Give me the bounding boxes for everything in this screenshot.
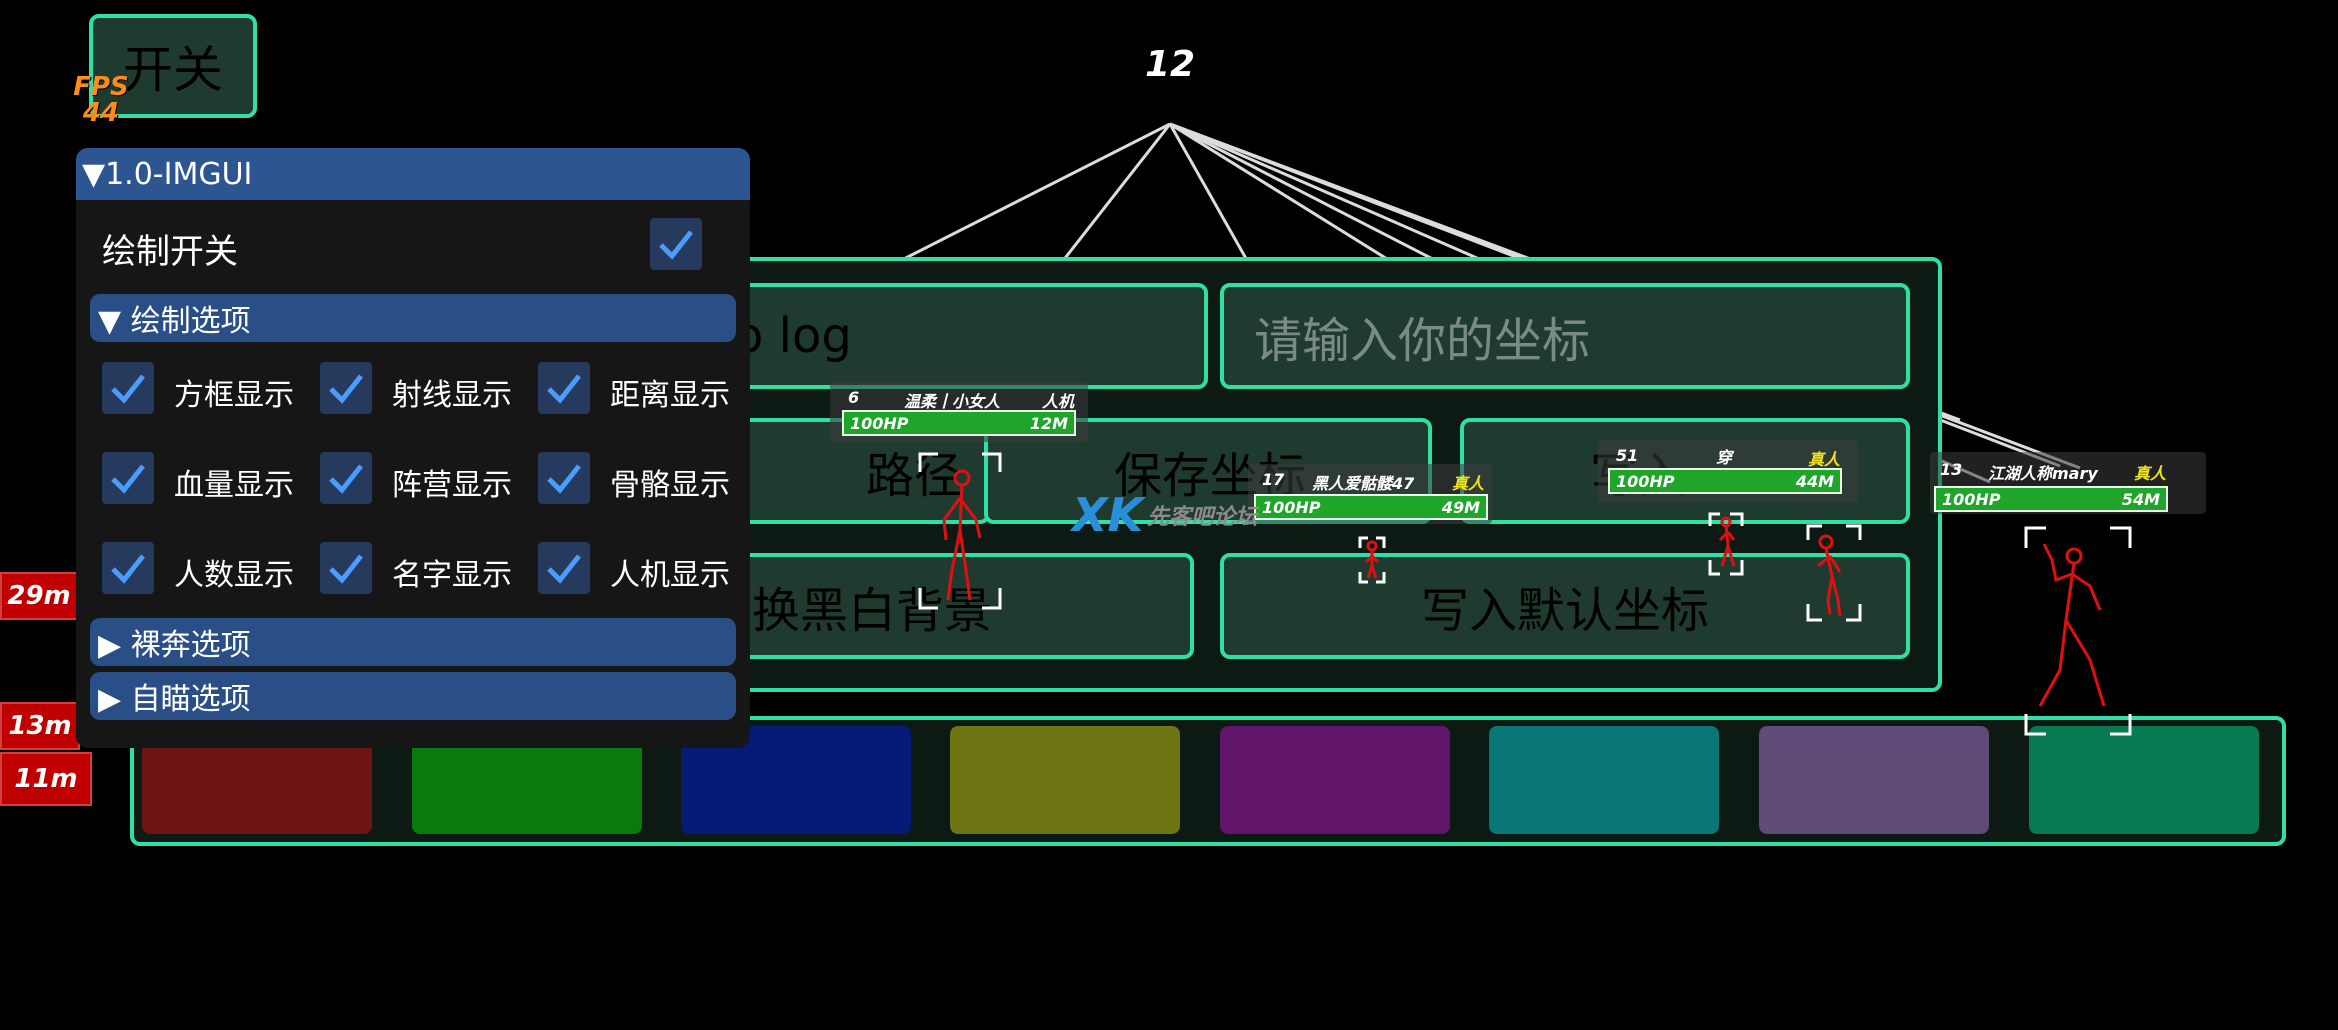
player-tag: 51 穿 真人 100HP 44M	[1598, 440, 1858, 502]
write-default-coordinate-button[interactable]: 写入默认坐标	[1220, 553, 1910, 659]
player-distance: 12M	[1029, 413, 1068, 433]
player-distance: 54M	[2121, 489, 2160, 509]
fps-value: 44	[82, 98, 120, 128]
player-distance: 44M	[1795, 471, 1834, 491]
option-checkbox-label: 阵营显示	[392, 468, 512, 503]
player-id: 6	[848, 388, 860, 407]
option-checkbox[interactable]	[320, 362, 372, 414]
esp-box	[1708, 512, 1744, 576]
fps-counter: FPS 44	[66, 74, 136, 126]
esp-box	[1358, 536, 1386, 584]
edge-distance-tag: 29m	[0, 572, 78, 620]
esp-box	[1806, 524, 1862, 622]
option-checkbox-label: 射线显示	[392, 378, 512, 413]
skeleton	[1718, 516, 1736, 567]
player-hp: 100HP	[850, 413, 909, 433]
player-name: 江湖人称mary	[1988, 464, 2098, 483]
player-type: 人机	[1042, 392, 1075, 411]
color-swatch[interactable]	[2029, 726, 2259, 834]
check-icon	[547, 554, 581, 584]
skeleton	[1364, 540, 1380, 579]
draw-switch-checkbox[interactable]	[650, 218, 702, 270]
health-bar: 100HP 49M	[1254, 494, 1488, 520]
player-id: 13	[1940, 460, 1963, 479]
option-checkbox[interactable]	[320, 452, 372, 504]
draw-options-header[interactable]: ▼ 绘制选项	[90, 294, 736, 342]
player-type: 真人	[1808, 450, 1841, 469]
aim-options-header[interactable]: ▶ 自瞄选项	[90, 672, 736, 720]
player-id: 51	[1616, 446, 1639, 465]
check-icon	[111, 464, 145, 494]
option-checkbox[interactable]	[320, 542, 372, 594]
watermark-logo: XK	[1072, 488, 1144, 542]
option-checkbox[interactable]	[538, 362, 590, 414]
option-checkbox-label: 距离显示	[610, 378, 730, 413]
player-id: 17	[1262, 470, 1285, 489]
player-type: 真人	[2134, 464, 2167, 483]
watermark: XK 先客吧论坛	[1072, 488, 1257, 542]
skeleton	[2038, 543, 2106, 707]
color-swatch[interactable]	[1220, 726, 1450, 834]
player-name: 穿	[1716, 448, 1733, 467]
option-checkbox[interactable]	[102, 362, 154, 414]
health-bar: 100HP 12M	[842, 410, 1076, 436]
check-icon	[547, 374, 581, 404]
player-tag: 6 温柔丨小女人 人机 100HP 12M	[830, 382, 1088, 442]
option-checkbox[interactable]	[102, 542, 154, 594]
esp-box	[918, 452, 1002, 610]
check-icon	[547, 464, 581, 494]
option-checkbox[interactable]	[102, 452, 154, 504]
check-icon	[659, 230, 693, 260]
check-icon	[111, 374, 145, 404]
player-type: 真人	[1452, 474, 1485, 493]
fps-label: FPS	[73, 72, 129, 102]
imgui-menu: ▼1.0-IMGUI 绘制开关 ▼ 绘制选项 方框显示 射线显示 距离显示血量显示 阵…	[76, 148, 750, 748]
player-name: 黑人爱骷髅47	[1312, 474, 1415, 493]
edge-distance-tag: 11m	[0, 752, 92, 806]
option-checkbox-label: 名字显示	[392, 558, 512, 593]
nude-options-header[interactable]: ▶ 裸奔选项	[90, 618, 736, 666]
player-count: 12	[1144, 44, 1196, 85]
player-hp: 100HP	[1262, 497, 1321, 517]
player-distance: 49M	[1441, 497, 1480, 517]
edge-distance-tag: 13m	[0, 702, 80, 750]
color-swatch[interactable]	[950, 726, 1180, 834]
option-checkbox[interactable]	[538, 542, 590, 594]
watermark-text: 先客吧论坛	[1147, 505, 1258, 530]
draw-switch-label: 绘制开关	[102, 232, 238, 272]
color-swatch[interactable]	[1759, 726, 1989, 834]
skeleton	[942, 469, 982, 601]
option-checkbox[interactable]	[538, 452, 590, 504]
color-swatch[interactable]	[1489, 726, 1719, 834]
health-bar: 100HP 44M	[1608, 468, 1842, 494]
overlay-toggle-button[interactable]: 开关	[89, 14, 257, 118]
option-checkbox-label: 骨骼显示	[610, 468, 730, 503]
coordinate-input[interactable]: 请输入你的坐标	[1220, 283, 1910, 389]
player-hp: 100HP	[1616, 471, 1675, 491]
health-bar: 100HP 54M	[1934, 486, 2168, 512]
option-checkbox-label: 血量显示	[174, 468, 294, 503]
menu-title-bar[interactable]: ▼1.0-IMGUI	[76, 148, 750, 200]
option-checkbox-label: 人数显示	[174, 558, 294, 593]
player-tag: 13 江湖人称mary 真人 100HP 54M	[1930, 452, 2206, 514]
check-icon	[329, 554, 363, 584]
check-icon	[329, 464, 363, 494]
option-checkbox-label: 人机显示	[610, 558, 730, 593]
option-checkbox-label: 方框显示	[174, 378, 294, 413]
player-name: 温柔丨小女人	[904, 392, 1001, 411]
player-tag: 17 黑人爱骷髅47 真人 100HP 49M	[1248, 464, 1492, 524]
check-icon	[111, 554, 145, 584]
skeleton	[1817, 534, 1842, 617]
toggle-bw-background-button[interactable]: 换黑白背景	[700, 553, 1194, 659]
check-icon	[329, 374, 363, 404]
player-hp: 100HP	[1942, 489, 2001, 509]
esp-box	[2024, 526, 2132, 736]
